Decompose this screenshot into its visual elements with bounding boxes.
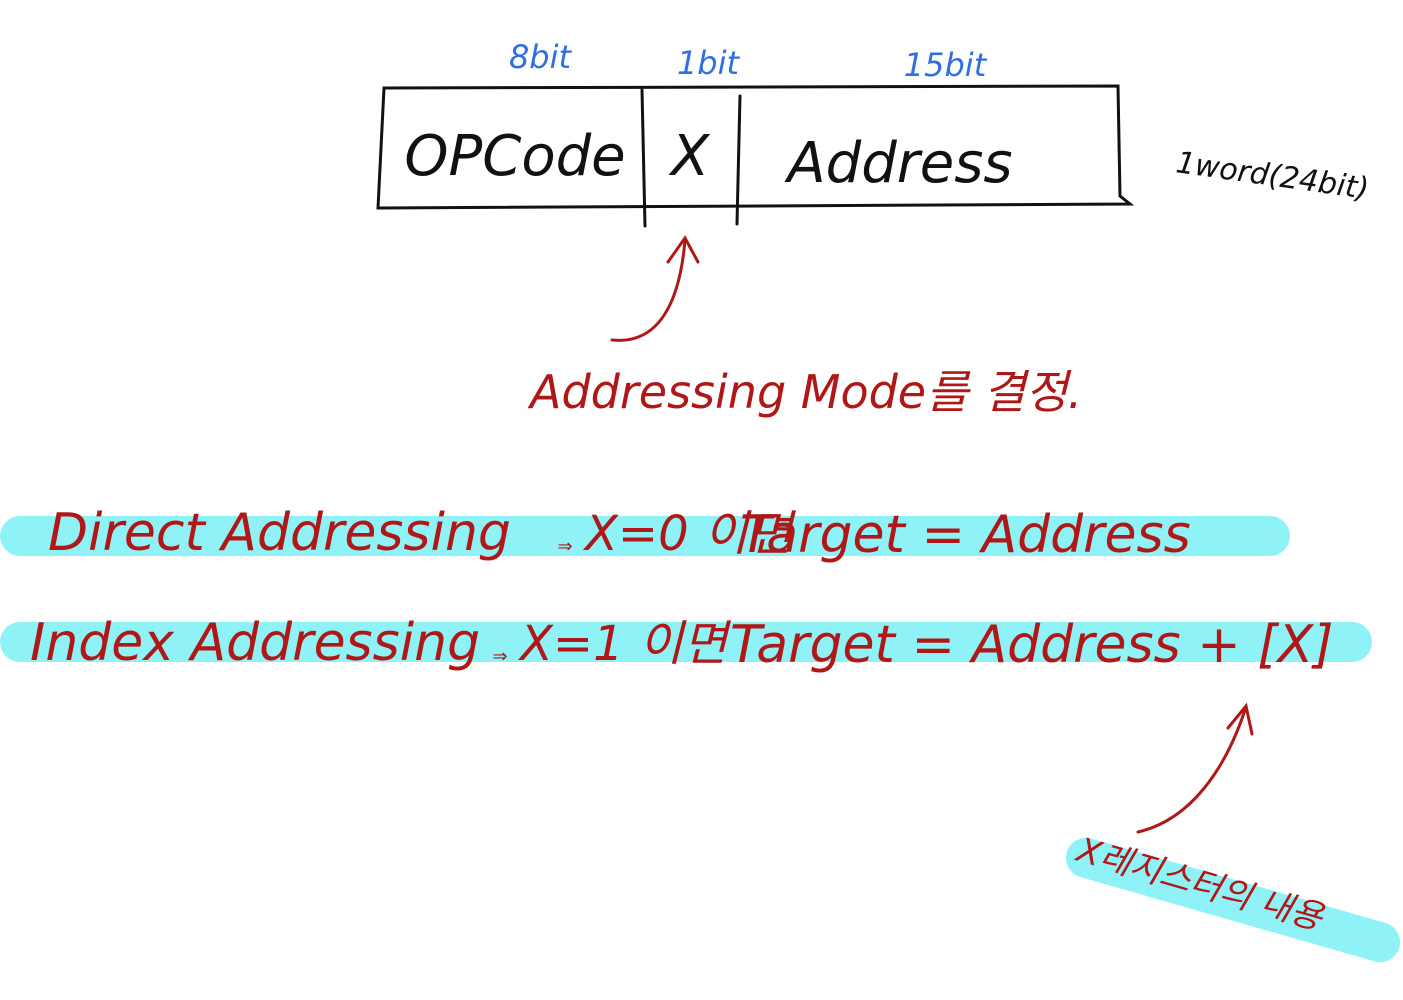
x-address-divider — [735, 94, 742, 226]
opcode-x-divider — [640, 88, 647, 228]
opcode-field-label: OPCode — [404, 124, 625, 189]
direct-addressing-implies: ⇒ — [557, 536, 572, 557]
address-bits-label: 15bit — [904, 46, 988, 84]
x-field-label: X — [668, 124, 711, 189]
format-outline — [376, 84, 1135, 210]
address-field-label: Address — [784, 131, 1012, 196]
index-addressing-implies: ⇒ — [492, 646, 507, 667]
addressing-mode-note: Addressing Mode를 결정. — [527, 365, 1082, 419]
x-register-arrow-shaft — [1136, 708, 1247, 834]
opcode-bits-label: 8bit — [509, 38, 573, 76]
x-field-arrow-head — [666, 235, 700, 264]
direct-addressing-label: Direct Addressing — [48, 503, 511, 563]
direct-addressing-formula: Target = Address — [740, 505, 1191, 565]
x-field-arrow-shaft — [610, 238, 687, 342]
x-register-arrow-head — [1226, 702, 1254, 736]
index-addressing-formula: Target = Address + [X] — [730, 615, 1334, 675]
index-addressing-condition: X=1 이면 — [517, 616, 732, 672]
x-register-note-highlight — [1065, 837, 1401, 963]
index-addressing-highlight — [0, 622, 1372, 662]
index-addressing-label: Index Addressing — [30, 613, 480, 673]
direct-addressing-highlight — [0, 516, 1290, 556]
word-size-note: 1word(24bit) — [1174, 145, 1371, 207]
x-field-arrow — [610, 235, 700, 342]
instruction-format-box — [376, 84, 1135, 228]
x-register-arrow — [1136, 702, 1254, 834]
direct-addressing-condition: X=0 이면 — [582, 506, 797, 562]
x-bits-label: 1bit — [677, 44, 741, 82]
